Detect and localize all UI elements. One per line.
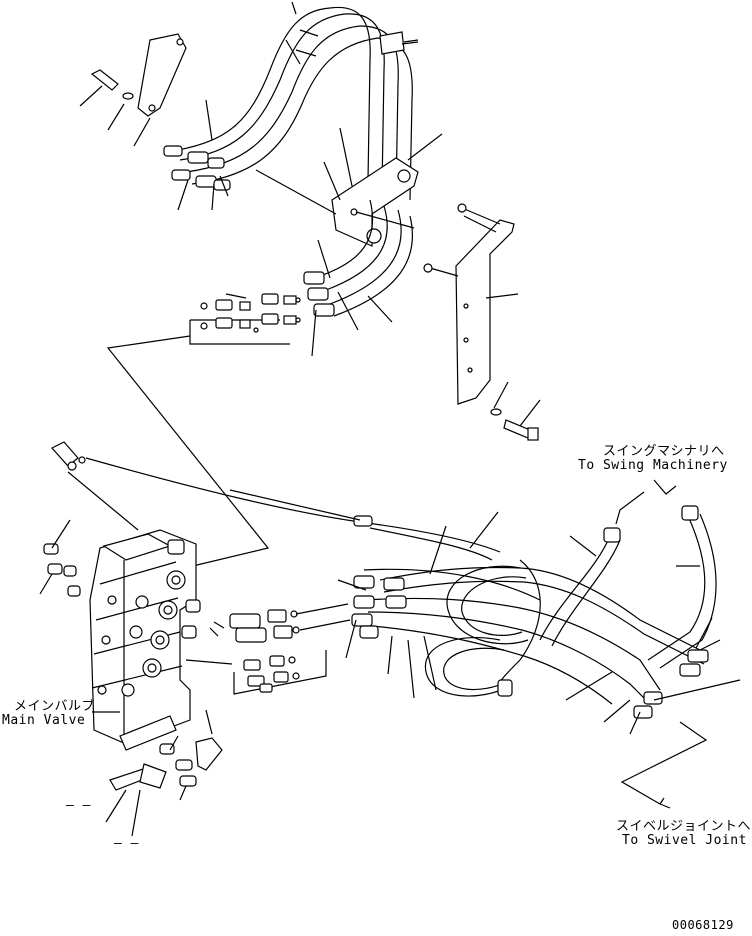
middle-hose-ends xyxy=(303,271,335,317)
lower-leader-lines xyxy=(229,489,741,735)
upper-hose-ends xyxy=(163,145,231,191)
small-mark-b: – – xyxy=(114,836,139,851)
right-mount-plate xyxy=(423,203,515,405)
upper-bolt xyxy=(90,69,134,100)
main-valve-label-jp: メインバルブ xyxy=(14,699,96,714)
swing-hoses xyxy=(539,479,717,669)
main-hose-ends xyxy=(351,575,709,719)
swing-machinery-label-en: To Swing Machinery xyxy=(578,458,728,473)
elbow-fitting xyxy=(51,441,139,531)
connection-pointer-line xyxy=(106,335,270,571)
drawing-number: 00068129 xyxy=(672,918,734,932)
middle-support-bracket xyxy=(331,157,419,247)
valve-side-fittings xyxy=(39,519,81,597)
middle-hose-run xyxy=(319,199,414,317)
main-valve-body xyxy=(89,529,201,751)
adapter-group-bottom xyxy=(185,650,327,695)
adapter-group-upper xyxy=(189,293,301,345)
swing-machinery-label-jp: スイングマシナリへ xyxy=(603,444,725,459)
right-bolt xyxy=(490,408,539,441)
adapter-group-lower xyxy=(209,603,351,643)
hose-loop-center xyxy=(424,559,541,697)
main-hose-bundle xyxy=(363,566,705,705)
main-valve-label-en: Main Valve xyxy=(2,713,86,728)
lower-small-fittings xyxy=(105,709,223,837)
swivel-pointer-line xyxy=(620,721,708,809)
swivel-joint-label-jp: スイベルジョイントへ xyxy=(616,819,752,834)
upper-leader-lines xyxy=(79,1,541,427)
long-hose-upper xyxy=(85,457,501,561)
small-mark-a: — – xyxy=(66,798,91,813)
upper-hose-bundle xyxy=(177,6,413,201)
upper-hose-clip xyxy=(379,31,419,55)
swivel-joint-label-en: To Swivel Joint xyxy=(622,833,747,848)
upper-clamp-plate xyxy=(137,33,187,117)
